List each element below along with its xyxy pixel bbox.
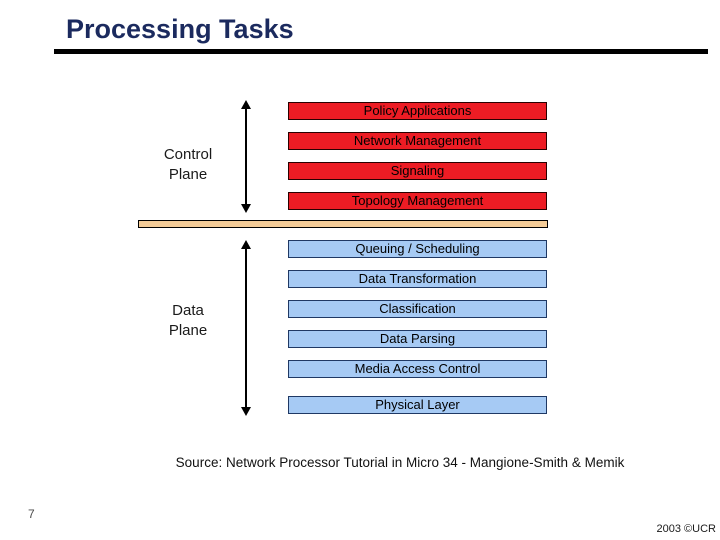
- title-underline-rule: [54, 49, 708, 54]
- task-box-media-access-control: Media Access Control: [288, 360, 547, 378]
- task-box-data-transformation: Data Transformation: [288, 270, 547, 288]
- task-box-network-management: Network Management: [288, 132, 547, 150]
- data-plane-label-line2: Plane: [168, 322, 208, 339]
- task-box-physical-layer: Physical Layer: [288, 396, 547, 414]
- task-box-data-parsing: Data Parsing: [288, 330, 547, 348]
- arrow-down-icon: [240, 204, 251, 213]
- slide-title: Processing Tasks: [66, 14, 294, 44]
- copyright-text: 2003 ©UCR: [656, 523, 716, 535]
- arrow-shaft: [244, 249, 247, 407]
- task-box-queuing-scheduling: Queuing / Scheduling: [288, 240, 547, 258]
- task-box-signaling: Signaling: [288, 162, 547, 180]
- arrow-down-icon: [240, 407, 251, 416]
- data-plane-double-arrow-icon: [239, 240, 252, 416]
- source-note: Source: Network Processor Tutorial in Mi…: [175, 455, 625, 470]
- control-plane-label: Control Plane: [133, 145, 243, 185]
- page-number: 7: [28, 507, 35, 521]
- task-box-policy-applications: Policy Applications: [288, 102, 547, 120]
- control-plane-label-line1: Control: [163, 146, 213, 163]
- arrow-up-icon: [240, 100, 251, 109]
- control-plane-label-line2: Plane: [168, 166, 208, 183]
- arrow-up-icon: [240, 240, 251, 249]
- arrow-shaft: [244, 109, 247, 204]
- plane-divider-bar: [138, 220, 548, 228]
- data-plane-label-line1: Data: [172, 302, 204, 319]
- control-plane-double-arrow-icon: [239, 100, 252, 213]
- task-box-topology-management: Topology Management: [288, 192, 547, 210]
- data-plane-label: Data Plane: [133, 301, 243, 341]
- task-box-classification: Classification: [288, 300, 547, 318]
